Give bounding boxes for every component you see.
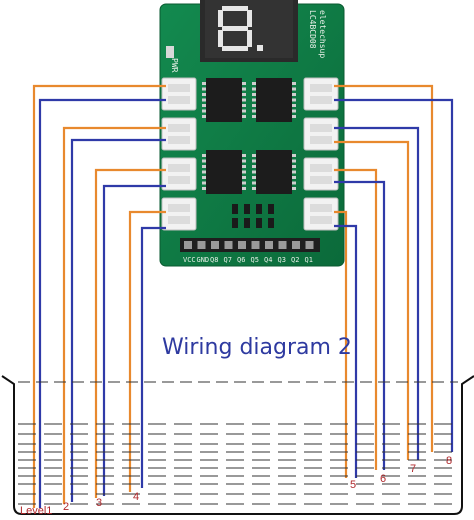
level-label-4: 4 xyxy=(133,491,139,503)
wire-right-4-orange xyxy=(334,210,348,478)
level-label-3: 3 xyxy=(96,497,102,509)
wire-left-4-orange xyxy=(128,210,166,492)
level-label-2: 2 xyxy=(63,501,69,513)
level-label-7: 7 xyxy=(410,463,416,475)
wire-right-2-orange xyxy=(334,140,410,460)
right-connector-1 xyxy=(303,77,339,111)
seven-segment-display xyxy=(200,0,298,62)
wire-right-3-orange xyxy=(334,168,378,470)
header-pin-9 xyxy=(292,241,300,249)
pwr-label: PWR xyxy=(170,58,179,73)
water-tank xyxy=(1,375,474,515)
header-pin-2 xyxy=(197,241,206,249)
right-connectors xyxy=(303,77,339,231)
ic-chip-4 xyxy=(252,150,296,194)
header-pin-7 xyxy=(265,241,273,249)
pin-label-4: Q7 xyxy=(224,256,232,264)
pin-label-6: Q5 xyxy=(251,256,259,264)
pin-label-8: Q3 xyxy=(278,256,286,264)
header-pin-1 xyxy=(184,241,192,249)
pin-label-7: Q4 xyxy=(264,256,272,264)
wires xyxy=(32,84,454,508)
pin-header xyxy=(180,238,320,252)
wire-left-2-orange xyxy=(62,126,166,504)
left-connector-3 xyxy=(161,157,197,191)
resistors xyxy=(232,204,274,228)
pin-label-3: Q8 xyxy=(210,256,218,264)
brand-label: eletechsup xyxy=(318,10,327,58)
level-labels: Level1 2 3 4 5 6 7 8 xyxy=(20,455,452,517)
header-pin-8 xyxy=(278,241,287,249)
wire-right-1-orange xyxy=(334,84,434,452)
right-connector-2 xyxy=(303,117,339,151)
ic-chip-2 xyxy=(252,78,296,122)
water-surface-lines xyxy=(18,381,458,505)
ic-chip-3 xyxy=(202,150,246,194)
pwr-led xyxy=(166,46,174,58)
wire-left-1-orange xyxy=(32,84,166,508)
wire-right-4-blue xyxy=(334,224,358,478)
left-connector-2 xyxy=(161,117,197,151)
wire-left-3-orange xyxy=(94,168,166,498)
left-connectors xyxy=(161,77,197,231)
ic-chip-1 xyxy=(202,78,246,122)
level-label-1: Level1 xyxy=(20,505,52,517)
header-pin-6 xyxy=(251,241,260,249)
wire-left-3-blue xyxy=(102,184,166,496)
header-pin-10 xyxy=(305,241,314,249)
header-pin-3 xyxy=(211,241,219,249)
level-label-8: 8 xyxy=(446,455,452,467)
wire-left-1-blue xyxy=(38,98,166,508)
level-label-6: 6 xyxy=(380,473,386,485)
pin-label-10: Q1 xyxy=(305,256,313,264)
right-connector-4 xyxy=(303,197,339,231)
header-pin-4 xyxy=(224,241,233,249)
model-label: LC4BCD08 xyxy=(308,10,317,49)
pin-label-9: Q2 xyxy=(291,256,299,264)
ic-chips xyxy=(202,78,296,194)
pin-label-1: VCC xyxy=(183,256,196,264)
header-pin-5 xyxy=(238,241,246,249)
left-connector-1 xyxy=(161,77,197,111)
diagram-title: Wiring diagram 2 xyxy=(162,335,352,360)
wire-right-2-blue xyxy=(334,126,420,460)
right-connector-3 xyxy=(303,157,339,191)
pin-label-5: Q6 xyxy=(237,256,245,264)
wire-left-4-blue xyxy=(140,226,166,488)
pin-label-2: GND xyxy=(197,256,210,264)
wire-left-2-blue xyxy=(70,138,166,502)
wire-right-3-blue xyxy=(334,180,386,470)
wire-right-1-blue xyxy=(334,98,454,452)
level-label-5: 5 xyxy=(350,479,356,491)
left-connector-4 xyxy=(161,197,197,231)
